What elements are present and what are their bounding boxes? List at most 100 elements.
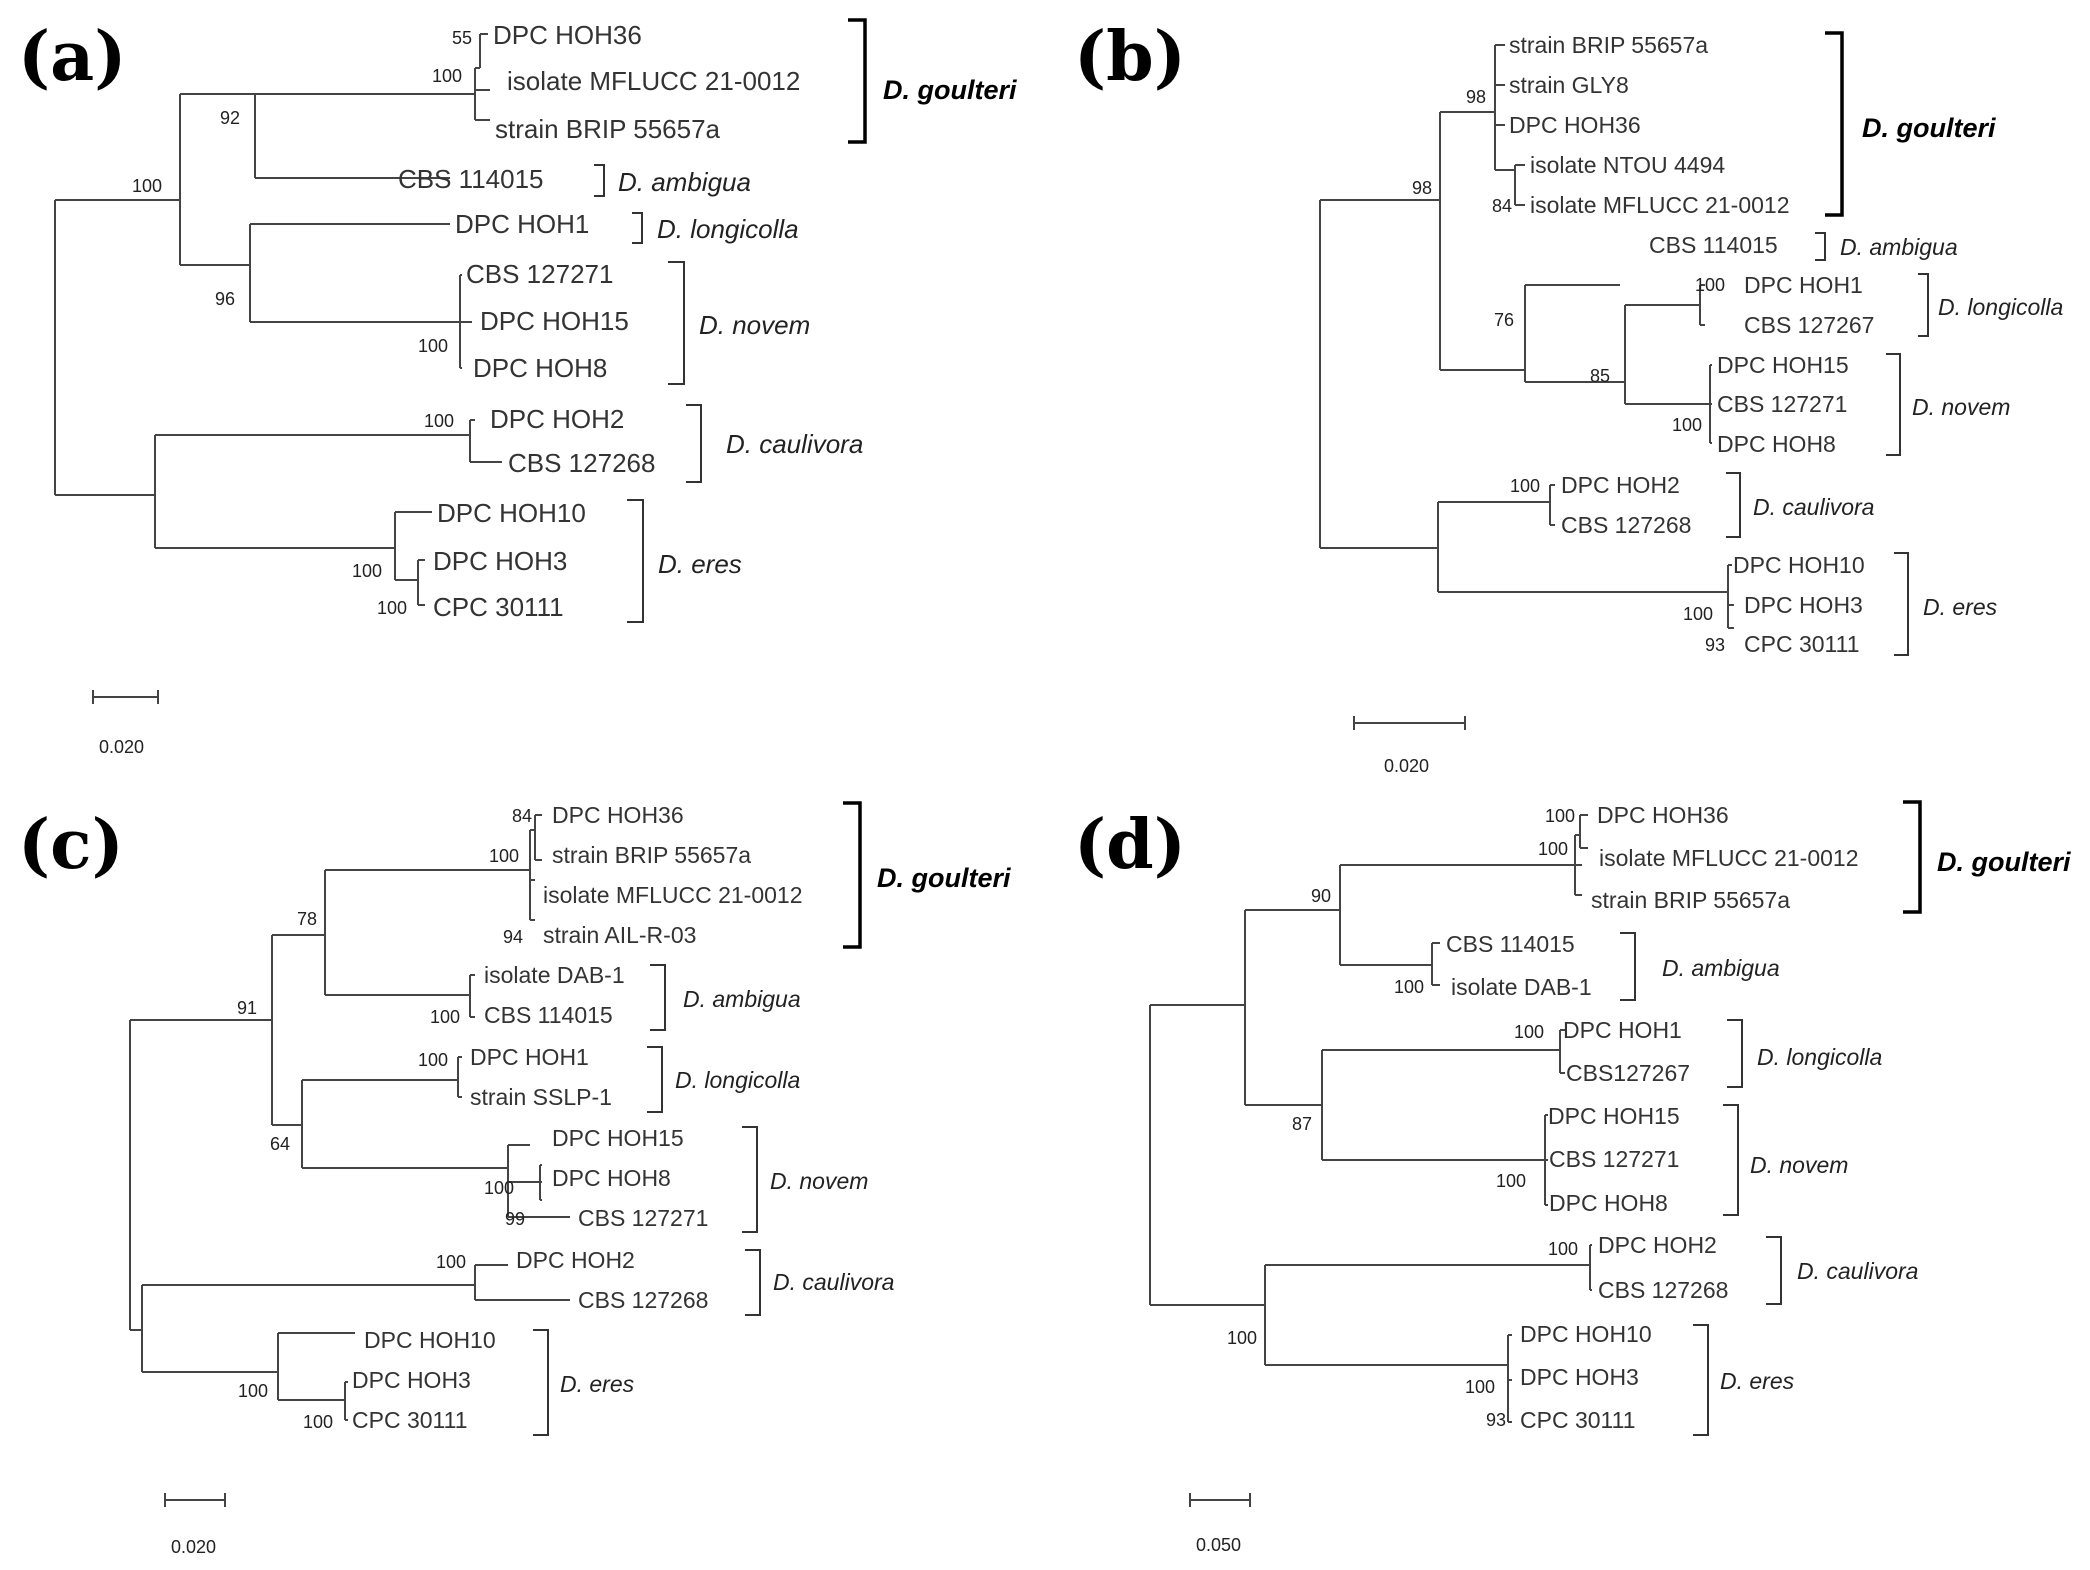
taxon-label: strain BRIP 55657a	[552, 842, 751, 868]
bracket-d-ambigua	[594, 164, 605, 197]
panel-a-support-values: 55 100 92 100 96 100 100 100 100	[132, 28, 472, 618]
support-value: 100	[132, 176, 162, 196]
panel-c-scale-bar: 0.020	[164, 1493, 226, 1557]
support-value: 55	[452, 28, 472, 48]
taxon-label: strain BRIP 55657a	[495, 114, 721, 144]
taxon-label: isolate NTOU 4494	[1530, 152, 1725, 178]
bracket-d-longicolla	[1727, 1019, 1743, 1088]
support-value: 100	[1672, 415, 1702, 435]
species-label: D. longicolla	[1938, 294, 2063, 320]
taxon-label: DPC HOH1	[1744, 272, 1863, 298]
panel-a-label: (a)	[18, 17, 126, 97]
support-value: 100	[1695, 275, 1725, 295]
support-value: 100	[1510, 476, 1540, 496]
panel-a-scale-bar: 0.020	[92, 690, 159, 757]
support-value: 98	[1466, 87, 1486, 107]
panel-a-taxa: DPC HOH36 isolate MFLUCC 21-0012 strain …	[398, 20, 800, 622]
taxon-label: CBS 114015	[1446, 931, 1575, 957]
taxon-label: CBS 114015	[1649, 232, 1778, 258]
taxon-label: CBS 127271	[1549, 1146, 1679, 1172]
taxon-label: isolate MFLUCC 21-0012	[1530, 192, 1790, 218]
species-label: D. longicolla	[1757, 1044, 1882, 1070]
support-value: 100	[484, 1178, 514, 1198]
taxon-label: DPC HOH36	[1509, 112, 1641, 138]
species-label: D. novem	[1912, 394, 2010, 420]
species-label: D. novem	[1750, 1152, 1848, 1178]
support-value: 100	[1496, 1171, 1526, 1191]
support-value: 100	[377, 598, 407, 618]
species-label: D. goulteri	[1937, 847, 2071, 877]
support-value: 100	[424, 411, 454, 431]
support-value: 100	[418, 1050, 448, 1070]
taxon-label: DPC HOH8	[1549, 1190, 1668, 1216]
support-value: 87	[1292, 1114, 1312, 1134]
support-value: 100	[489, 846, 519, 866]
taxon-label: isolate MFLUCC 21-0012	[543, 882, 803, 908]
bracket-d-longicolla	[632, 212, 643, 244]
taxon-label: DPC HOH10	[437, 498, 586, 528]
support-value: 78	[297, 909, 317, 929]
species-label: D. novem	[770, 1168, 868, 1194]
panel-d-branches	[1149, 814, 1592, 1423]
panel-d-scale-bar: 0.050	[1189, 1493, 1251, 1555]
panel-c-species-brackets: D. goulteri D. ambigua D. longicolla D. …	[533, 801, 1011, 1436]
taxon-label: DPC HOH3	[352, 1367, 471, 1393]
taxon-label: isolate DAB-1	[484, 962, 625, 988]
panel-b-taxa: strain BRIP 55657a strain GLY8 DPC HOH36…	[1509, 32, 1874, 657]
taxon-label: DPC HOH1	[1563, 1017, 1682, 1043]
species-label: D. caulivora	[773, 1269, 894, 1295]
taxon-label: CBS 127267	[1744, 312, 1874, 338]
panel-c-branches	[129, 814, 570, 1421]
taxon-label: strain BRIP 55657a	[1591, 887, 1790, 913]
panel-d-support-values: 100 100 90 100 100 87 100 100 100 100 93	[1227, 806, 1578, 1430]
species-label: D. caulivora	[726, 429, 863, 459]
species-label: D. goulteri	[1862, 113, 1996, 143]
bracket-d-eres	[627, 499, 644, 623]
bracket-d-novem	[1886, 353, 1901, 456]
panel-b-branches	[1319, 44, 1734, 629]
support-value: 92	[220, 108, 240, 128]
support-value: 100	[1545, 806, 1575, 826]
support-value: 100	[432, 66, 462, 86]
panel-a-species-brackets: D. goulteri D. ambigua D. longicolla D. …	[594, 18, 1017, 623]
support-value: 100	[1514, 1022, 1544, 1042]
taxon-label: CPC 30111	[433, 592, 564, 622]
bracket-d-novem	[742, 1126, 758, 1233]
support-value: 100	[352, 561, 382, 581]
species-label: D. eres	[560, 1371, 635, 1397]
taxon-label: CBS 127268	[1598, 1277, 1728, 1303]
panel-b-label: (b)	[1074, 17, 1186, 97]
species-label: D. novem	[699, 310, 810, 340]
species-label: D. eres	[658, 549, 742, 579]
taxon-label: DPC HOH10	[1520, 1321, 1652, 1347]
taxon-label: CBS 127268	[1561, 512, 1691, 538]
taxon-label: CBS 127271	[1717, 391, 1847, 417]
support-value: 91	[237, 998, 257, 1018]
support-value: 85	[1590, 366, 1610, 386]
taxon-label: DPC HOH8	[552, 1165, 671, 1191]
panel-c-support-values: 84 100 94 78 100 91 100 64 100 99 100 10…	[237, 806, 532, 1432]
support-value: 100	[436, 1252, 466, 1272]
bracket-d-caulivora	[1766, 1236, 1782, 1305]
panel-b-species-brackets: D. goulteri D. ambigua D. longicolla D. …	[1726, 31, 2063, 656]
species-label: D. ambigua	[1662, 955, 1780, 981]
support-value: 99	[505, 1209, 525, 1229]
bracket-d-longicolla	[1918, 273, 1929, 337]
support-value: 100	[1538, 839, 1568, 859]
taxon-label: DPC HOH15	[552, 1125, 684, 1151]
panel-a: (a) DPC HOH36 isolate MFLUCC 21-0012 str…	[18, 17, 1017, 757]
taxon-label: DPC HOH3	[1520, 1364, 1639, 1390]
panel-d: (d) DPC HOH36 isolate MFLUCC 21-0012 str…	[1074, 800, 2071, 1555]
support-value: 100	[1548, 1239, 1578, 1259]
species-label: D. goulteri	[877, 863, 1011, 893]
bracket-d-goulteri	[843, 801, 862, 949]
taxon-label: CPC 30111	[1744, 631, 1860, 657]
support-value: 76	[1494, 310, 1514, 330]
bracket-d-caulivora	[1726, 472, 1741, 538]
support-value: 84	[512, 806, 532, 826]
species-label: D. caulivora	[1753, 494, 1874, 520]
taxon-label: DPC HOH15	[1548, 1103, 1680, 1129]
support-value: 94	[503, 927, 523, 947]
panel-a-branches	[54, 33, 502, 606]
